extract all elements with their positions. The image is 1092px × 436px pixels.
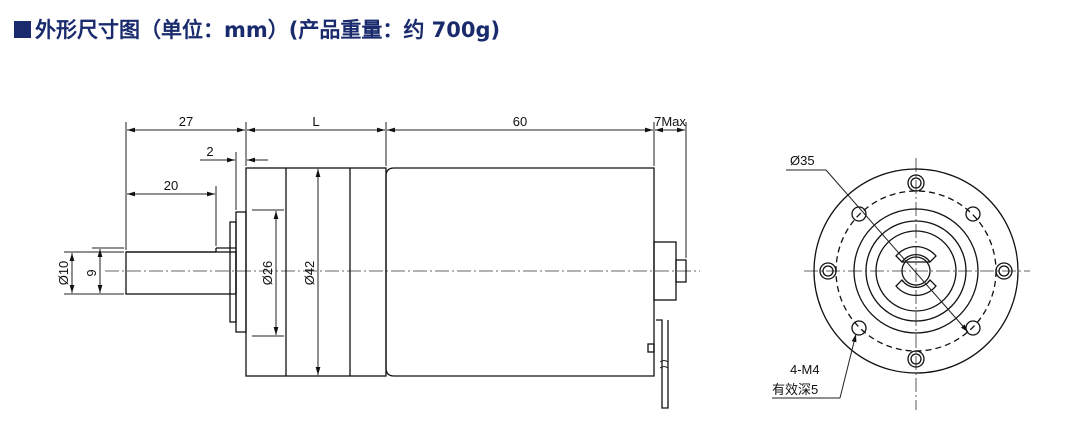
output-shaft bbox=[125, 251, 237, 295]
side-view bbox=[105, 167, 700, 409]
dim-d35: Ø35 bbox=[790, 153, 815, 168]
dim-L: L bbox=[312, 114, 319, 129]
dim-7max: 7Max bbox=[654, 114, 686, 129]
front-dimensions: Ø35 4-M4 有效深5 bbox=[772, 153, 969, 399]
boss-circle bbox=[865, 220, 967, 322]
dim-20: 20 bbox=[164, 178, 178, 193]
lead-wire bbox=[656, 319, 669, 409]
pilot-ring bbox=[229, 221, 237, 323]
screw-hole-icon bbox=[819, 262, 837, 280]
wire-break-icon bbox=[659, 360, 669, 369]
screw-hole-icon bbox=[907, 174, 925, 192]
pilot-boss bbox=[235, 211, 247, 333]
outer-flange-circle bbox=[813, 168, 1019, 374]
shaft-section bbox=[901, 256, 931, 286]
screw-head-icon bbox=[822, 265, 834, 277]
motor-body bbox=[385, 167, 655, 377]
screw-head-icon bbox=[910, 177, 922, 189]
dim-depth: 有效深5 bbox=[772, 382, 818, 397]
leader-d35 bbox=[825, 169, 969, 333]
screw-head-icon bbox=[910, 353, 922, 365]
page-title: 外形尺寸图（单位：mm）(产品重量：约 700g) bbox=[14, 14, 500, 44]
pilot-circle bbox=[875, 230, 957, 312]
leader-holes bbox=[839, 333, 857, 399]
dim-27: 27 bbox=[179, 114, 193, 129]
tapped-hole-icon bbox=[965, 206, 981, 222]
tapped-hole-icon bbox=[851, 320, 867, 336]
dim-d26: Ø26 bbox=[260, 261, 275, 286]
dim-d10: Ø10 bbox=[56, 261, 71, 286]
keyway-slot-top bbox=[895, 246, 937, 264]
title-text: 外形尺寸图（单位：mm）(产品重量：约 700g) bbox=[35, 18, 501, 42]
screw-head-icon bbox=[998, 265, 1010, 277]
dim-holes: 4-M4 bbox=[790, 362, 820, 377]
lead-terminal bbox=[647, 343, 655, 353]
screw-hole-icon bbox=[907, 350, 925, 368]
dim-9: 9 bbox=[84, 269, 99, 276]
front-view bbox=[804, 158, 1030, 410]
keyway-slot-bottom bbox=[895, 278, 937, 296]
side-dimensions: 27 L 60 7Max 2 20 Ø10 9 Ø26 Ø42 bbox=[56, 114, 687, 375]
inner-ring-circle bbox=[853, 208, 979, 334]
dim-2: 2 bbox=[206, 144, 213, 159]
dim-d42: Ø42 bbox=[302, 261, 317, 286]
screw-hole-icon bbox=[995, 262, 1013, 280]
title-square-icon bbox=[14, 20, 31, 38]
rear-shaft-stub bbox=[675, 259, 687, 283]
dim-60: 60 bbox=[513, 114, 527, 129]
